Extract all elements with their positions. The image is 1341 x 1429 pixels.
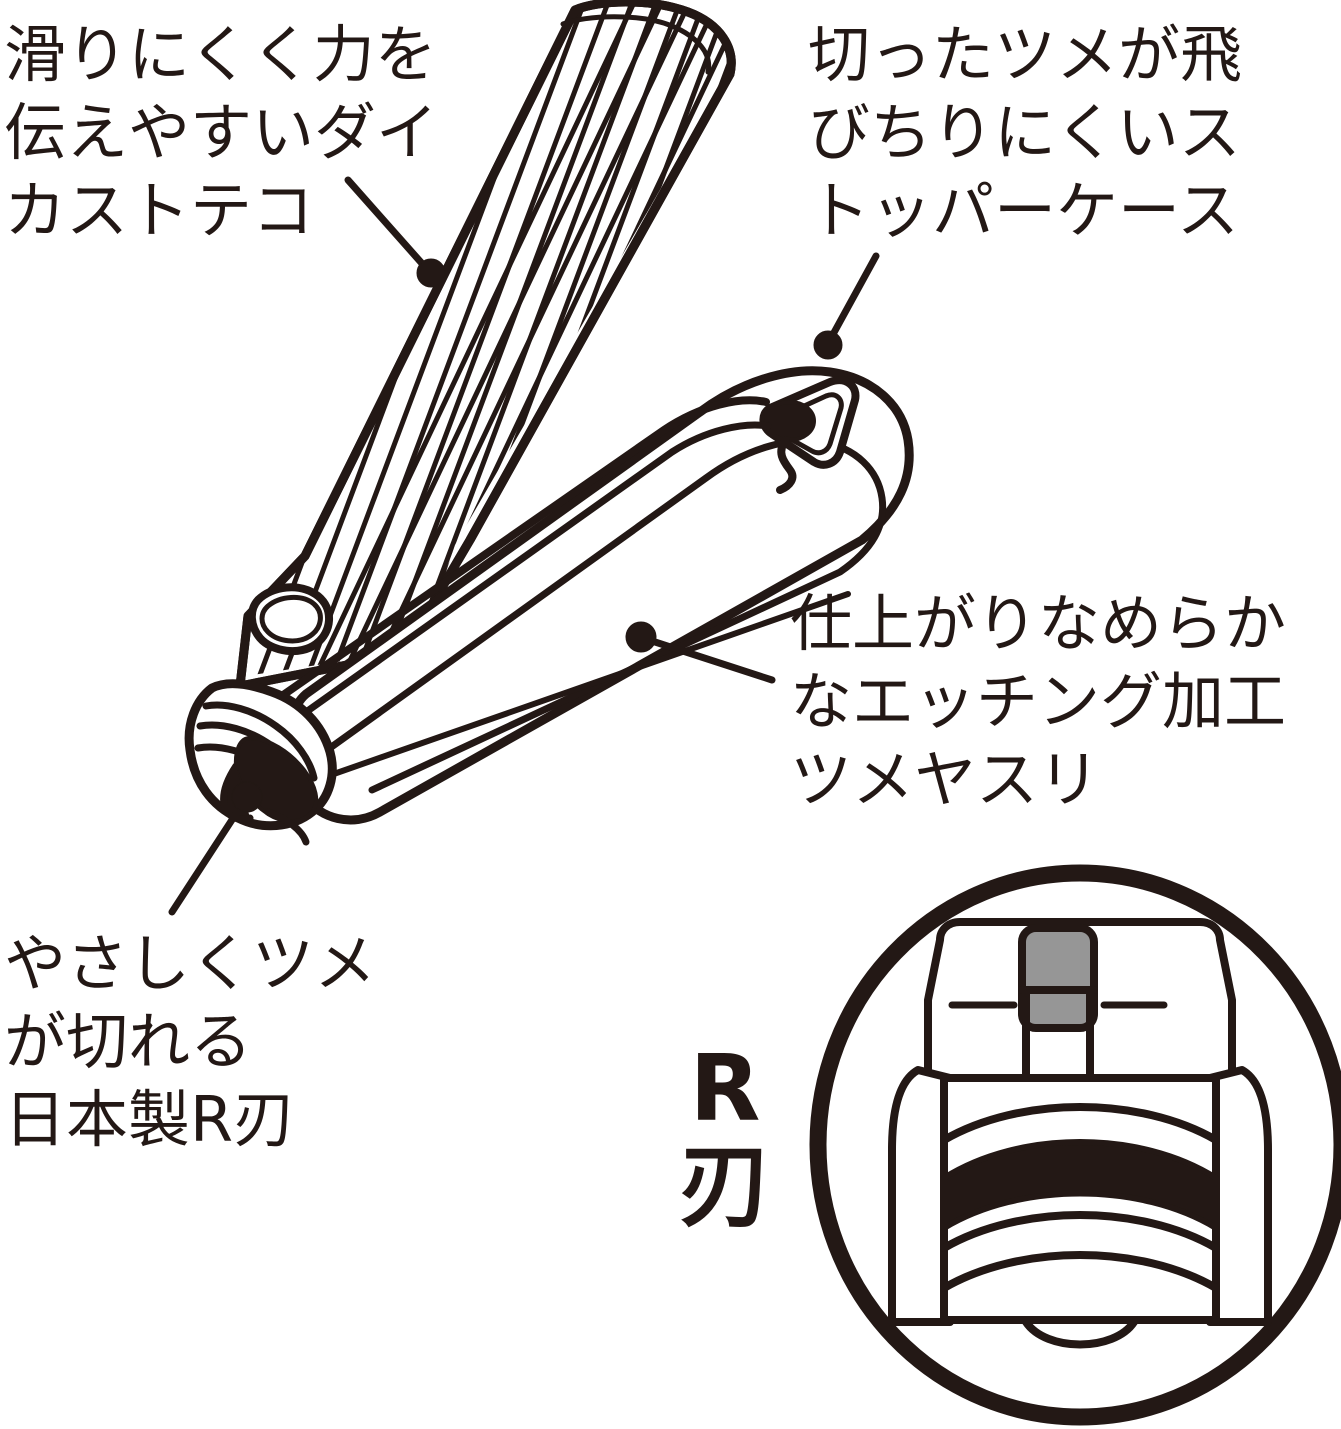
callout-stopper-case: 切ったツメが飛 びちりにくいス トッパーケース bbox=[808, 18, 1243, 247]
callout-japanese-r-blade: やさしくツメ が切れる 日本製R刃 bbox=[4, 927, 377, 1156]
callout-diamond-cut-lever: 滑りにくく力を 伝えやすいダイ カストテコ bbox=[4, 18, 439, 247]
r-blade-detail-label: R 刃 bbox=[660, 1040, 790, 1236]
r-blade-label-char-r: R bbox=[689, 1035, 761, 1142]
callout-etched-nail-file: 仕上がりなめらか なエッチング加工 ツメヤスリ bbox=[790, 587, 1287, 816]
r-blade-label-char-ha: 刃 bbox=[678, 1133, 771, 1240]
